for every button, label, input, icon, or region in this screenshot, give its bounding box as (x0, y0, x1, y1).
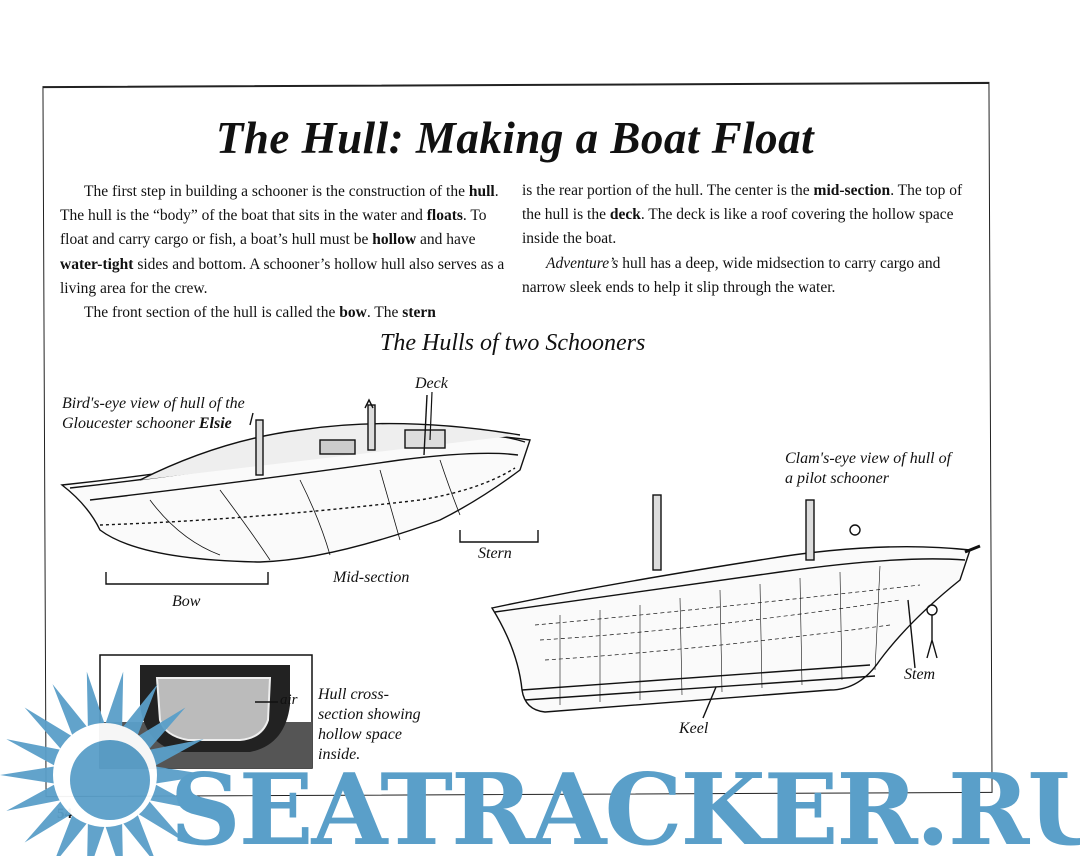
label-deck: Deck (415, 375, 448, 392)
label-mid-section: Mid-section (333, 569, 410, 586)
page-title: The Hull: Making a Boat Float (215, 113, 815, 163)
label-keel: Keel (679, 720, 709, 737)
text-column-left: The first step in building a schooner is… (60, 180, 510, 325)
paragraph-2-continued: is the rear portion of the hull. The cen… (522, 182, 963, 248)
text-column-right: is the rear portion of the hull. The cen… (522, 179, 977, 300)
section-brackets (105, 530, 539, 585)
paragraph-3: Adventure’s hull has a deep, wide midsec… (522, 254, 941, 296)
label-stern: Stern (478, 545, 512, 562)
elsie-hull-drawing (60, 394, 531, 563)
label-stem: Stem (904, 666, 936, 683)
page-number: 54 (57, 806, 72, 822)
paragraph-1: The first step in building a schooner is… (60, 183, 505, 297)
figure-title: The Hulls of two Schooners (380, 330, 646, 356)
paragraph-2: The front section of the hull is called … (84, 304, 436, 322)
label-air: air (280, 692, 298, 708)
pilot-schooner-hull-drawing (490, 494, 981, 719)
hull-cross-section-drawing (99, 654, 313, 769)
watermark: SEATRACKER.RU (170, 753, 1080, 868)
label-bow: Bow (172, 593, 201, 610)
